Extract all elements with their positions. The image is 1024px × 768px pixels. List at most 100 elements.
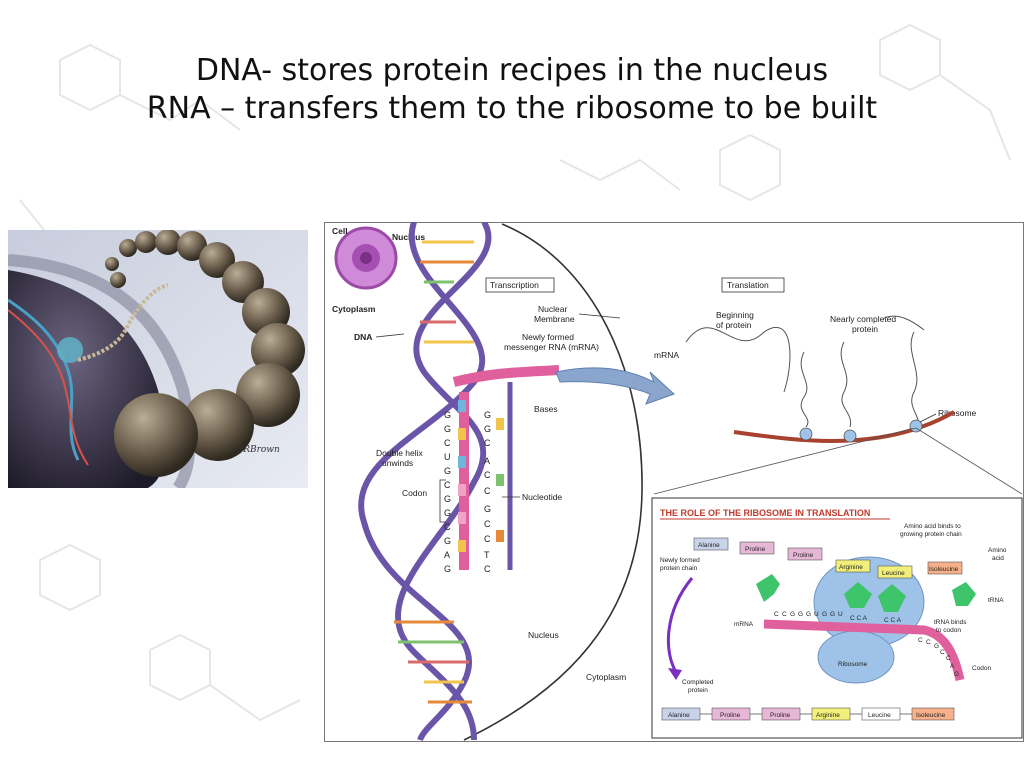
dna-base-tiles: [496, 418, 504, 542]
anticodon-label: C C A: [850, 615, 868, 622]
rna-base: C: [444, 438, 451, 448]
trna-binds-label-1: tRNA binds: [934, 619, 967, 626]
new-chain-label-2: protein chain: [660, 565, 698, 572]
new-mrna-label-1: Newly formed: [522, 332, 574, 342]
mrna-label: mRNA: [654, 350, 679, 360]
amino-acid-label-2: acid: [992, 555, 1004, 562]
mrna-base: G: [806, 611, 811, 618]
trna-shape: [878, 584, 906, 612]
completed-label-2: protein: [688, 687, 708, 694]
nucleosome-beads: [105, 230, 305, 477]
mrna-base: G: [822, 611, 827, 618]
nuclear-membrane-label-2: Membrane: [534, 314, 575, 324]
completion-arrow: [666, 577, 694, 673]
new-mrna-label-2: messenger RNA (mRNA): [504, 342, 599, 352]
bases-label: Bases: [534, 404, 558, 414]
title-line-1: DNA- stores protein recipes in the nucle…: [195, 53, 829, 88]
amino-acid: Proline: [745, 546, 766, 553]
dna-base: T: [484, 550, 490, 560]
codon-label: Codon: [402, 488, 427, 498]
slide-title: DNA- stores protein recipes in the nucle…: [0, 52, 1024, 128]
completed-protein-chain: Alanine Proline Proline Arginine Leucine…: [661, 707, 955, 721]
dna-double-helix: [358, 222, 492, 742]
cytoplasm-label: Cytoplasm: [586, 672, 626, 682]
mrna-base: A: [950, 663, 955, 670]
inset-mrna-bases: C C G G G U G G U C C G C C A G: [774, 611, 959, 678]
inset-mrna: [763, 619, 965, 681]
dna-base: C: [484, 519, 491, 529]
inset-codon-label: Codon: [972, 665, 992, 672]
mrna-base: G: [954, 671, 959, 678]
zoom-line: [915, 427, 1023, 495]
beginning-label-2: of protein: [716, 320, 752, 330]
translation-label: Translation: [727, 280, 769, 290]
cell-cytoplasm-label: Cytoplasm: [332, 304, 376, 314]
double-helix-label-1: Double helix: [376, 448, 424, 458]
rna-base: U: [444, 452, 451, 462]
ribosome-mark: [799, 427, 813, 441]
rna-base: G: [444, 508, 451, 518]
amino-acid: Proline: [720, 712, 741, 719]
anticodon-label: C C A: [884, 617, 902, 624]
rna-base: A: [444, 550, 450, 560]
ribosome-inset: THE ROLE OF THE RIBOSOME IN TRANSLATION …: [651, 497, 1023, 739]
amino-acid-label-1: Amino: [988, 547, 1007, 554]
double-helix-label-2: unwinds: [382, 458, 413, 468]
codon-bracket: [439, 479, 446, 523]
translation-box: [721, 277, 785, 293]
nearly-completed-label-2: protein: [852, 324, 878, 334]
growing-protein-chain: Alanine Proline Proline Arginine Leucine…: [693, 537, 963, 579]
rna-base: G: [444, 410, 451, 420]
rna-base: G: [444, 424, 451, 434]
new-chain-label-1: Newly formed: [660, 557, 700, 564]
dna-double-helix: [8, 298, 80, 461]
mrna-base: C: [918, 637, 923, 644]
rna-base: G: [444, 564, 451, 574]
trna-label: tRNA: [988, 597, 1004, 604]
cell-nucleus-label: Nucleus: [392, 232, 425, 242]
nearly-completed-label-1: Nearly completed: [830, 314, 896, 324]
nuclear-membrane-label-1: Nuclear: [538, 304, 567, 314]
transcription-box: [485, 277, 555, 293]
amino-acid: Leucine: [868, 712, 891, 719]
rna-base: G: [444, 494, 451, 504]
dna-helix-strand-2: [8, 309, 89, 466]
inset-ribosome-label: Ribosome: [838, 661, 868, 668]
chromatin-fiber: [77, 283, 169, 362]
ribosome-label: Ribosome: [938, 408, 977, 418]
amino-acid: Arginine: [816, 712, 840, 719]
inset-title: THE ROLE OF THE RIBOSOME IN TRANSLATION: [660, 508, 870, 518]
amino-binds-label-2: growing protein chain: [900, 531, 962, 538]
dna-base: G: [484, 504, 491, 514]
amino-acid: Proline: [793, 552, 814, 559]
artist-signature: GRBrown: [236, 445, 280, 455]
dna-base: C: [484, 470, 491, 480]
mrna-base: C: [774, 611, 779, 618]
trna-shape: [844, 582, 872, 608]
histone-small: [57, 337, 83, 363]
amino-acid: Isoleucine: [929, 566, 959, 573]
amino-binds-label-1: Amino acid binds to: [904, 523, 961, 530]
mrna-base: G: [934, 643, 939, 650]
amino-acid: Isoleucine: [916, 712, 946, 719]
dna-label: DNA: [354, 332, 372, 342]
ribosome-mark: [843, 429, 857, 443]
nucleus-label: Nucleus: [528, 630, 559, 640]
mrna-translation-strand: [733, 410, 955, 443]
dna-base: A: [484, 456, 490, 466]
rna-bases: G G C U G C G G C G A G: [444, 410, 451, 574]
nucleotide-label: Nucleotide: [522, 492, 562, 502]
protein-chains: [685, 315, 925, 428]
amino-acid: Proline: [770, 712, 791, 719]
dna-base: C: [484, 486, 491, 496]
cell-label: Cell: [332, 226, 348, 236]
trna-shape: [756, 574, 780, 602]
trna-shape: [952, 582, 976, 606]
ribosome-pointer: [919, 413, 937, 423]
dna-bases: G G C A C C G C C T C: [484, 410, 491, 574]
rna-base: G: [444, 466, 451, 476]
dna-base: G: [484, 424, 491, 434]
membrane-pointer: [578, 313, 621, 319]
mrna-base: C: [946, 655, 951, 662]
ribosome-small-subunit: [817, 630, 895, 684]
